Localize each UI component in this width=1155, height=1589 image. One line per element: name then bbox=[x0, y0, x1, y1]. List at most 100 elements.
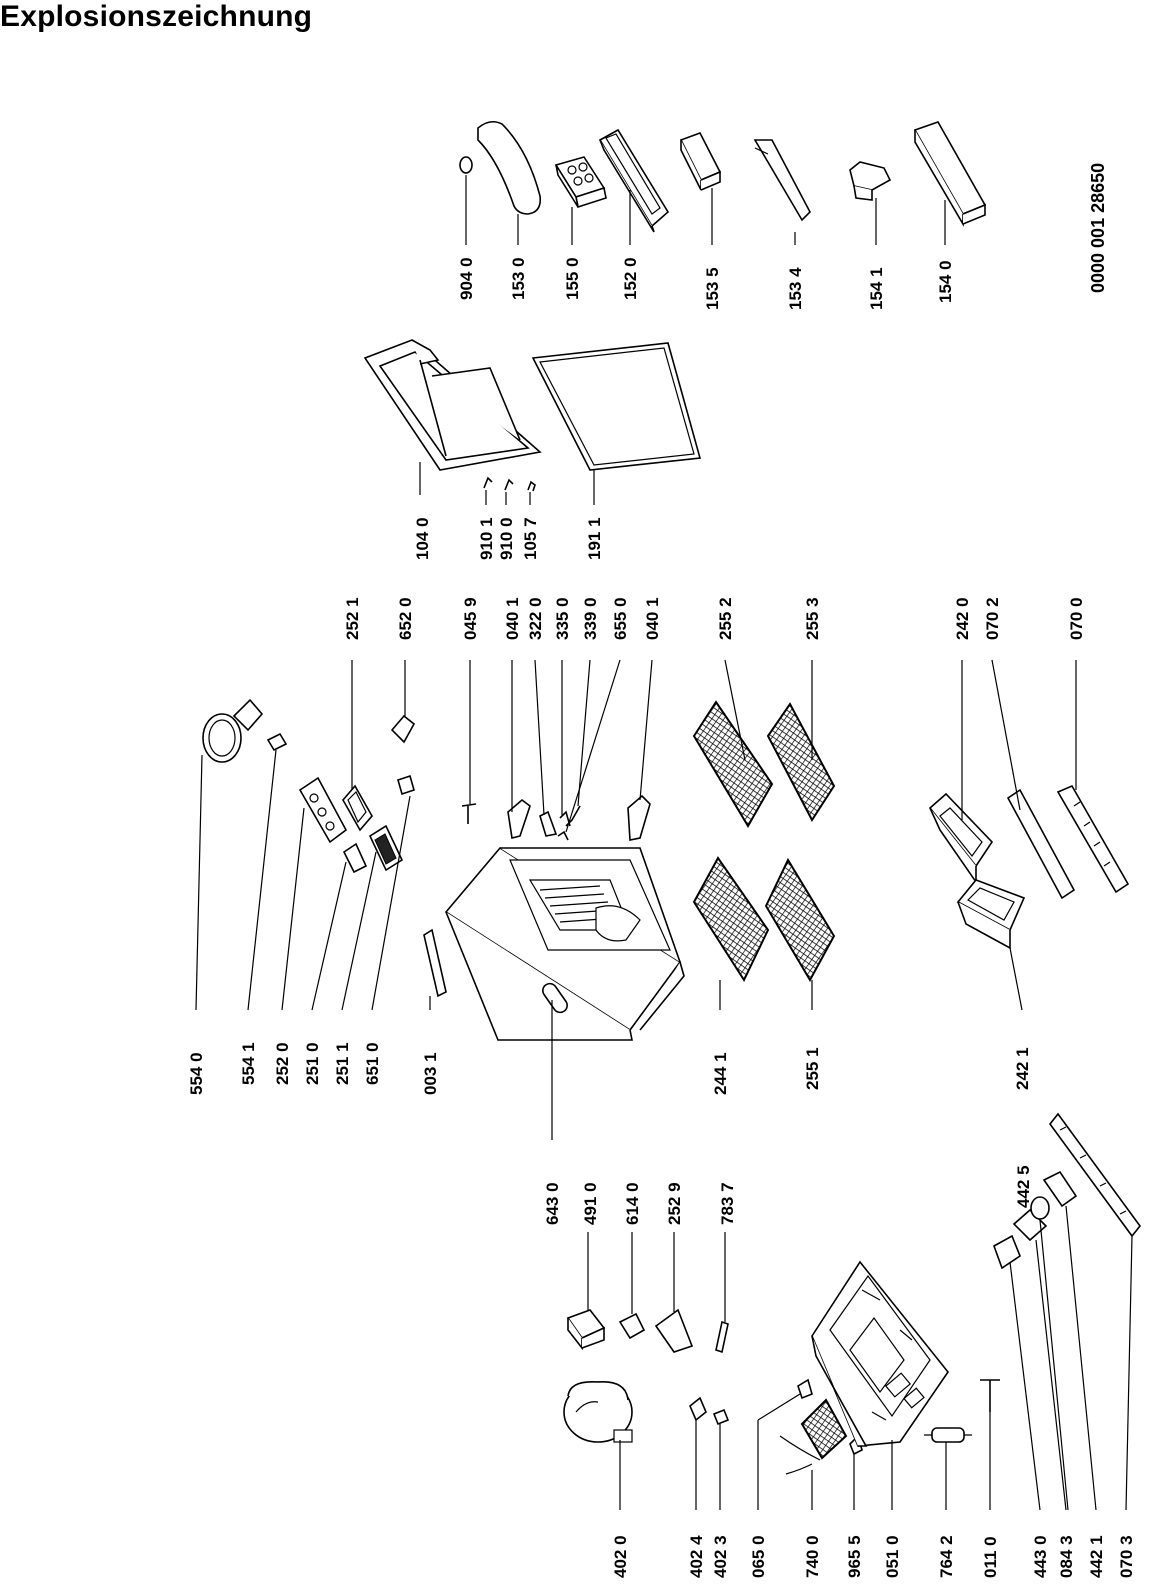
label-910-1: 910 1 bbox=[477, 517, 496, 560]
part-255-2-shelf bbox=[692, 700, 774, 828]
part-051-0-base bbox=[811, 1260, 949, 1447]
part-153-0-shelf-cover bbox=[477, 120, 542, 215]
label-105-7: 105 7 bbox=[521, 517, 540, 560]
part-764-2-drier bbox=[924, 1427, 972, 1443]
part-614-0 bbox=[618, 1312, 646, 1340]
label-614-0: 614 0 bbox=[623, 1182, 642, 1225]
label-070-0: 070 0 bbox=[1067, 597, 1086, 640]
label-252-9: 252 9 bbox=[665, 1182, 684, 1225]
label-904-0: 904 0 bbox=[457, 257, 476, 300]
part-554-1-clip bbox=[266, 732, 288, 752]
label-652-0: 652 0 bbox=[396, 597, 415, 640]
base-group: 643 0 491 0 614 0 252 9 783 7 442 5 bbox=[543, 1112, 1142, 1578]
part-335-0 bbox=[559, 810, 571, 827]
label-255-2: 255 2 bbox=[716, 597, 735, 640]
part-442-1 bbox=[1042, 1170, 1078, 1208]
label-065-0: 065 0 bbox=[749, 1535, 768, 1578]
part-783-7 bbox=[715, 1320, 729, 1354]
label-003-1: 003 1 bbox=[421, 1052, 440, 1095]
label-051-0: 051 0 bbox=[883, 1535, 902, 1578]
label-402-3: 402 3 bbox=[711, 1535, 730, 1578]
cabinet-group: 252 1 652 0 045 9 040 1 322 0 335 0 339 … bbox=[187, 597, 1130, 1140]
label-402-0: 402 0 bbox=[611, 1535, 630, 1578]
part-244-1-shelf bbox=[692, 856, 770, 983]
label-442-1: 442 1 bbox=[1087, 1535, 1106, 1578]
part-402-4 bbox=[689, 1396, 707, 1422]
label-070-3: 070 3 bbox=[1117, 1535, 1136, 1578]
label-045-9: 045 9 bbox=[461, 597, 480, 640]
part-cabinet-body bbox=[444, 846, 685, 1041]
label-252-0: 252 0 bbox=[273, 1042, 292, 1085]
label-040-1-a: 040 1 bbox=[503, 597, 522, 640]
part-252-0-lamp-housing bbox=[298, 776, 348, 844]
label-152-0: 152 0 bbox=[621, 257, 640, 300]
label-242-1: 242 1 bbox=[1013, 1047, 1032, 1090]
part-252-9 bbox=[654, 1308, 694, 1353]
label-643-0: 643 0 bbox=[543, 1182, 562, 1225]
part-251-0 bbox=[342, 842, 368, 874]
label-252-1: 252 1 bbox=[343, 597, 362, 640]
part-155-0-egg-tray bbox=[554, 156, 607, 209]
label-255-3: 255 3 bbox=[803, 597, 822, 640]
part-251-1 bbox=[368, 824, 404, 872]
part-153-4-rail bbox=[753, 139, 811, 222]
part-491-0-block bbox=[566, 1309, 606, 1351]
label-153-5: 153 5 bbox=[703, 267, 722, 310]
label-011-0: 011 0 bbox=[981, 1536, 1000, 1578]
part-652-0 bbox=[390, 714, 416, 744]
part-191-1-gasket bbox=[531, 342, 702, 471]
label-244-1: 244 1 bbox=[711, 1052, 730, 1095]
door-screws bbox=[483, 476, 536, 492]
label-554-1: 554 1 bbox=[239, 1042, 258, 1085]
label-251-1: 251 1 bbox=[333, 1042, 352, 1085]
part-070-2-cover bbox=[1006, 788, 1076, 900]
label-554-0: 554 0 bbox=[187, 1052, 206, 1095]
label-491-0: 491 0 bbox=[581, 1182, 600, 1225]
part-655-0 bbox=[557, 830, 569, 841]
part-153-5-small-bin bbox=[679, 132, 722, 191]
label-154-0: 154 0 bbox=[936, 260, 955, 303]
part-322-0 bbox=[539, 810, 558, 837]
label-442-5: 442 5 bbox=[1014, 1165, 1033, 1208]
part-070-0-cover bbox=[1056, 784, 1130, 894]
label-764-2: 764 2 bbox=[937, 1535, 956, 1578]
label-040-1-b: 040 1 bbox=[643, 597, 662, 640]
label-402-4: 402 4 bbox=[687, 1535, 706, 1578]
part-443-0 bbox=[993, 1234, 1021, 1270]
part-154-0-door-bin bbox=[913, 121, 987, 227]
label-740-0: 740 0 bbox=[803, 1535, 822, 1578]
part-242-0-drawer bbox=[928, 792, 994, 885]
part-402-0-compressor bbox=[563, 1380, 633, 1443]
label-255-1: 255 1 bbox=[803, 1047, 822, 1090]
part-070-3-rail bbox=[1048, 1112, 1142, 1238]
label-070-2: 070 2 bbox=[983, 597, 1002, 640]
label-242-0: 242 0 bbox=[953, 597, 972, 640]
part-255-3-shelf bbox=[766, 702, 836, 822]
label-443-0: 443 0 bbox=[1031, 1535, 1050, 1578]
label-655-0: 655 0 bbox=[611, 597, 630, 640]
part-040-1-hinge-lower bbox=[627, 794, 651, 841]
part-152-0-door-bin bbox=[598, 128, 670, 233]
label-154-1: 154 1 bbox=[867, 267, 886, 310]
part-011-0 bbox=[980, 1379, 1000, 1412]
part-651-0 bbox=[397, 774, 415, 796]
label-251-0: 251 0 bbox=[303, 1042, 322, 1085]
page-title: Explosionszeichnung bbox=[0, 0, 313, 33]
drawing-number: 0000 001 28650 bbox=[1088, 163, 1108, 293]
label-153-0: 153 0 bbox=[509, 257, 528, 300]
part-554-0-thermostat bbox=[202, 698, 264, 763]
door-shelf-group: 904 0 153 0 155 0 152 0 153 5 153 4 154 … bbox=[457, 120, 1108, 310]
label-339-0: 339 0 bbox=[581, 597, 600, 640]
part-003-1-strip bbox=[423, 928, 447, 998]
label-651-0: 651 0 bbox=[363, 1042, 382, 1085]
door-group: 104 0 910 1 910 0 105 7 191 1 bbox=[363, 339, 702, 560]
part-045-9-screw bbox=[461, 803, 477, 824]
label-104-0: 104 0 bbox=[413, 517, 432, 560]
part-104-0-door bbox=[363, 339, 542, 471]
part-255-1-shelf bbox=[764, 857, 836, 983]
part-242-1-drawer bbox=[956, 879, 1026, 950]
part-402-3 bbox=[712, 1408, 730, 1426]
label-155-0: 155 0 bbox=[563, 257, 582, 300]
label-153-4: 153 4 bbox=[786, 267, 805, 310]
